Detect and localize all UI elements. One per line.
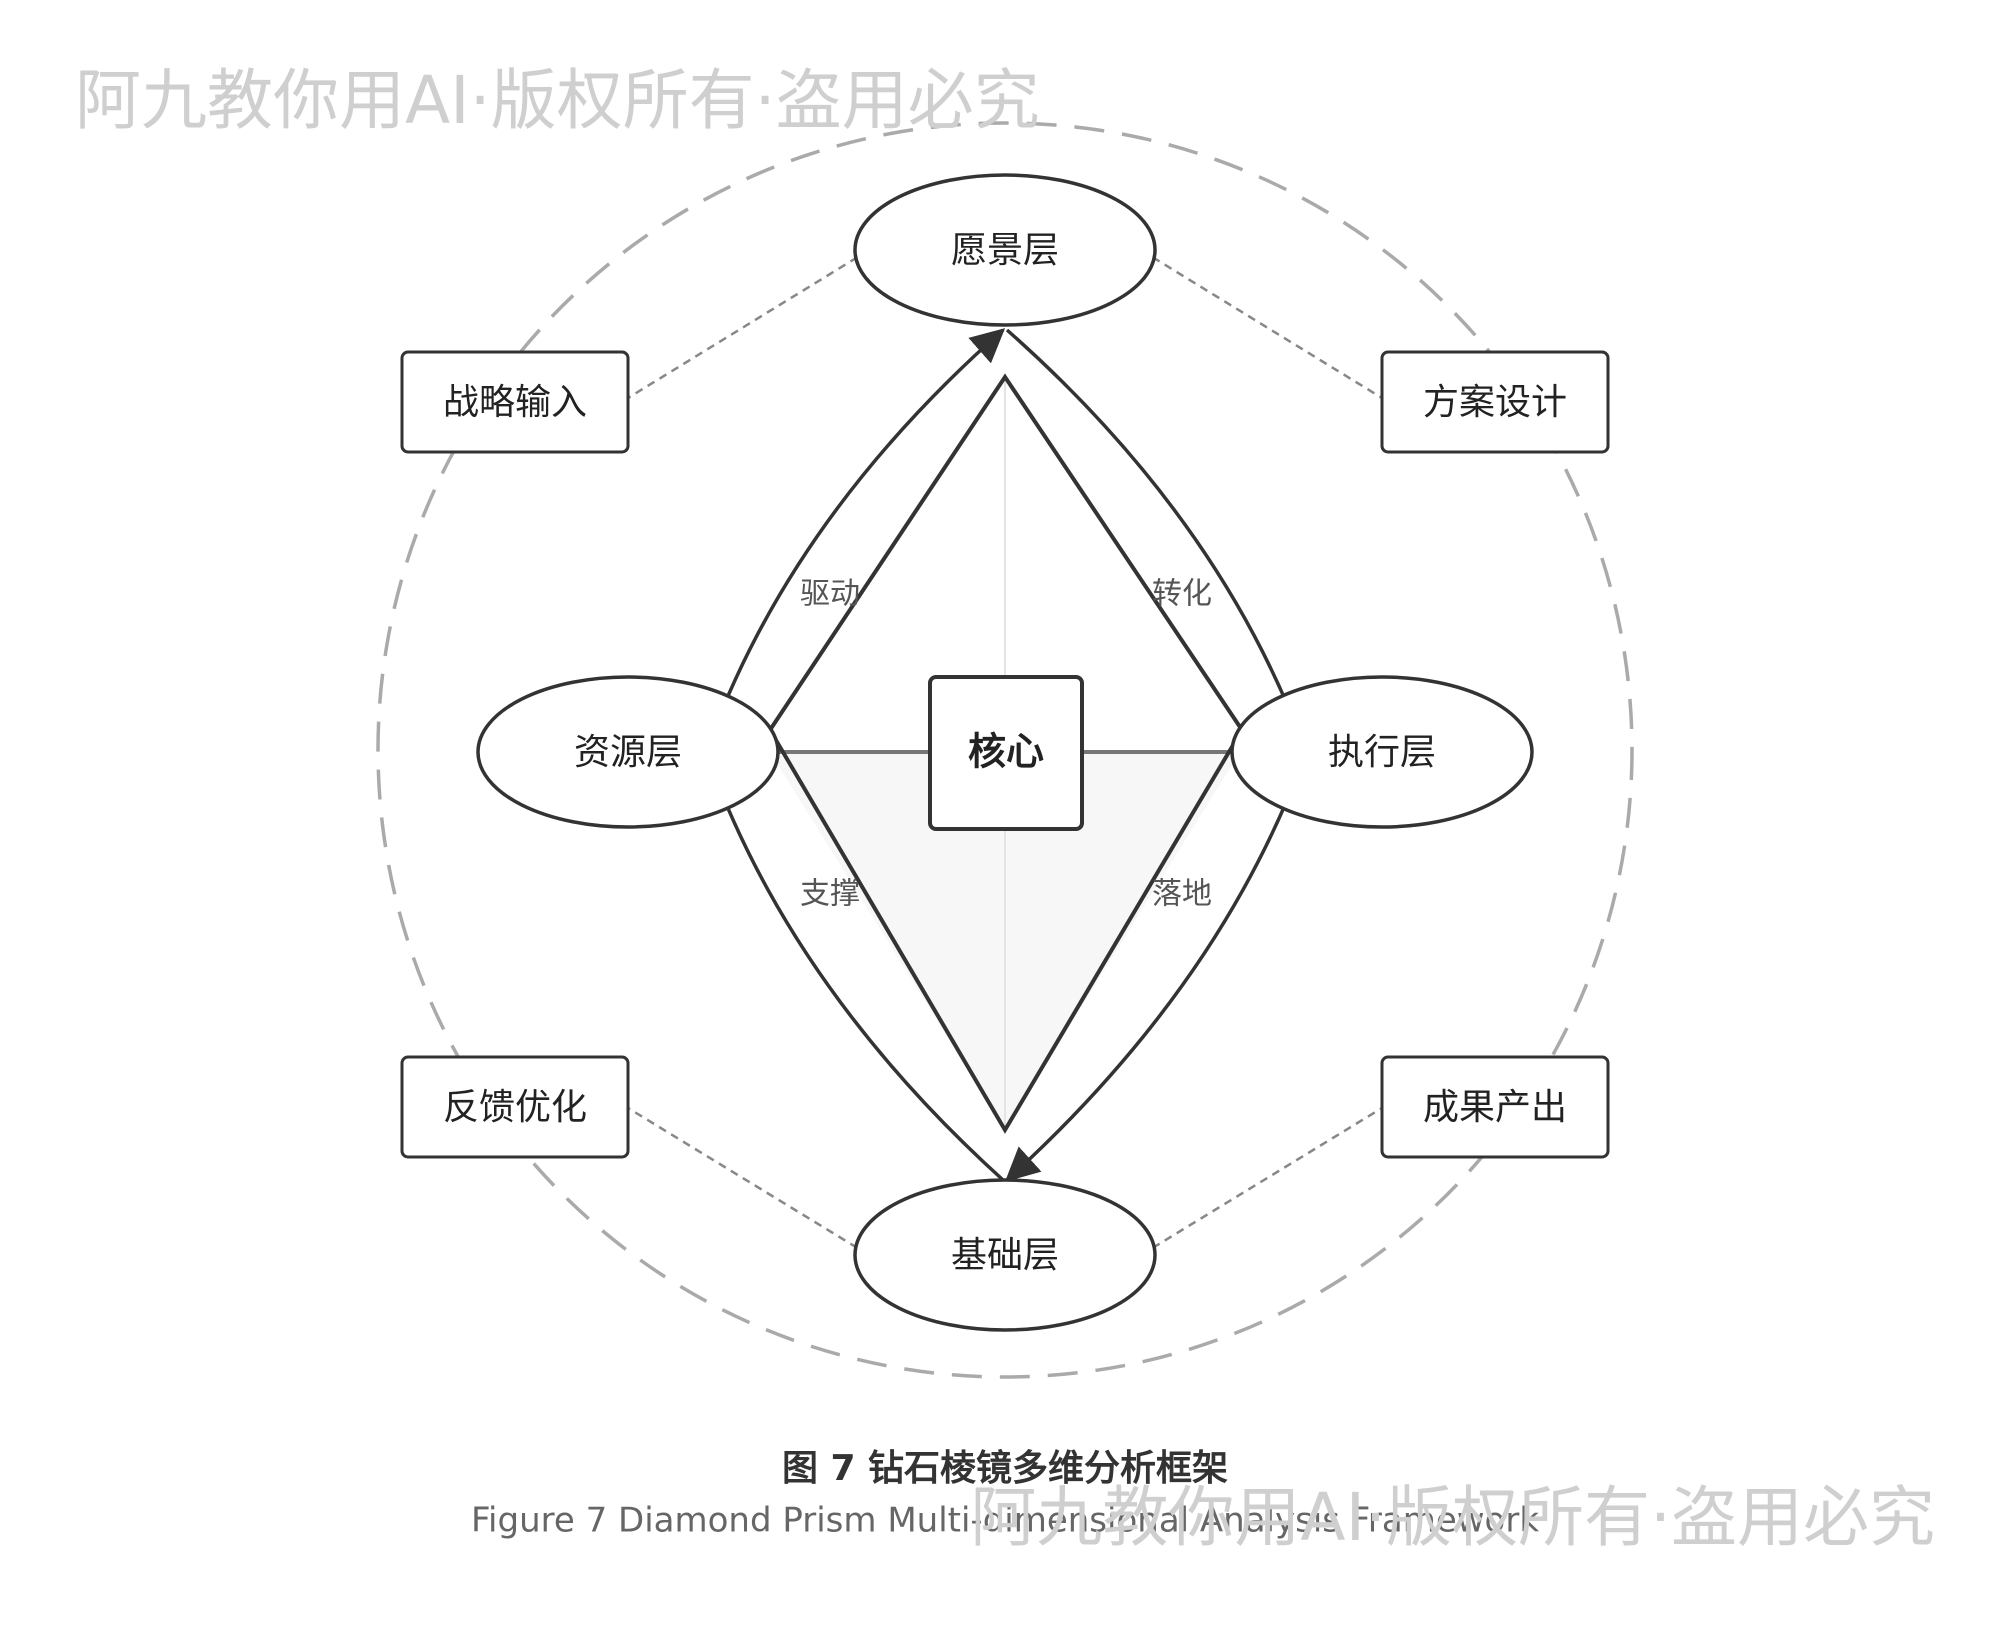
arrow-land bbox=[1004, 751, 1308, 1182]
corner-box-result-output: 成果产出 bbox=[1380, 1055, 1610, 1159]
edge-label-support: 支撑 bbox=[800, 877, 860, 912]
caption-english: Figure 7 Diamond Prism Multi-dimensional… bbox=[471, 1501, 1539, 1541]
core-label: 核心 bbox=[968, 730, 1044, 774]
edge-label-land: 落地 bbox=[1152, 877, 1212, 912]
watermark-bottom: 阿九教你用AI·版权所有·盗用必究 bbox=[970, 1479, 1935, 1556]
outer-dashed-circle bbox=[376, 121, 1634, 1379]
corner-label-result-output: 成果产出 bbox=[1423, 1087, 1567, 1128]
edge-label-drive: 驱动 bbox=[800, 577, 860, 612]
layer-node-vision: 愿景层 bbox=[853, 173, 1157, 327]
corner-label-strategy-input: 战略输入 bbox=[443, 382, 587, 423]
arrow-support bbox=[700, 749, 1005, 1182]
link-top-right bbox=[1104, 226, 1383, 400]
layer-node-resource: 资源层 bbox=[476, 675, 780, 829]
corner-box-strategy-input: 战略输入 bbox=[400, 350, 630, 454]
inner-diamond bbox=[767, 373, 1245, 1134]
layer-node-foundation: 基础层 bbox=[853, 1178, 1157, 1332]
link-bottom-left bbox=[627, 1106, 906, 1279]
corner-box-feedback-optimization: 反馈优化 bbox=[400, 1055, 630, 1159]
arrow-drive bbox=[704, 328, 1006, 753]
layer-label-vision: 愿景层 bbox=[951, 230, 1059, 271]
arrow-transform bbox=[1005, 328, 1312, 755]
layer-label-foundation: 基础层 bbox=[951, 1235, 1059, 1276]
link-top-left bbox=[627, 226, 906, 400]
edge-label-transform: 转化 bbox=[1152, 577, 1212, 612]
caption-chinese: 图 7 钻石棱镜多维分析框架 bbox=[782, 1448, 1228, 1489]
core-node: 核心 bbox=[928, 675, 1084, 831]
layer-label-resource: 资源层 bbox=[574, 732, 682, 773]
layer-label-execution: 执行层 bbox=[1328, 732, 1436, 773]
watermark-top: 阿九教你用AI·版权所有·盗用必究 bbox=[75, 62, 1040, 139]
link-bottom-right bbox=[1104, 1106, 1383, 1279]
layer-node-execution: 执行层 bbox=[1230, 675, 1534, 829]
corner-label-feedback-optimization: 反馈优化 bbox=[443, 1087, 587, 1128]
corner-label-solution-design: 方案设计 bbox=[1423, 382, 1567, 423]
corner-box-solution-design: 方案设计 bbox=[1380, 350, 1610, 454]
